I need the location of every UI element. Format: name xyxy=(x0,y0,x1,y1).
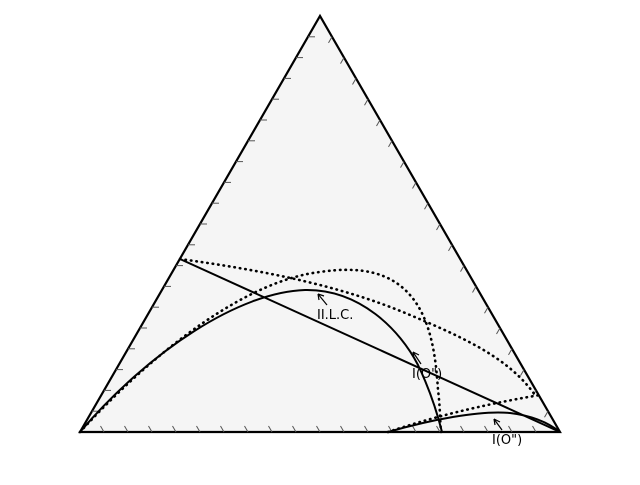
tick-mark xyxy=(388,140,393,148)
arrow-ilc xyxy=(317,293,328,306)
tick-mark xyxy=(172,425,177,433)
arrow-io-upper xyxy=(412,351,422,365)
solid-tie-line xyxy=(179,258,561,433)
tick-mark xyxy=(520,369,525,376)
tick-mark xyxy=(340,425,345,433)
tick-mark xyxy=(124,425,129,433)
tick-mark xyxy=(364,425,369,433)
dotted-lower-curve xyxy=(386,393,542,434)
tick-mark xyxy=(436,425,441,433)
tick-mark xyxy=(508,425,513,433)
tick-mark xyxy=(268,425,273,433)
tick-mark xyxy=(424,202,429,210)
tick-mark xyxy=(148,425,153,433)
tick-mark xyxy=(532,425,537,433)
tick-mark xyxy=(472,286,477,293)
tick-mark xyxy=(544,410,549,418)
tick-mark xyxy=(508,348,513,356)
tick-mark xyxy=(448,244,453,252)
tick-mark xyxy=(244,425,249,433)
tick-mark xyxy=(484,425,489,433)
tick-mark xyxy=(460,265,465,272)
tick-mark xyxy=(376,119,381,127)
tick-mark xyxy=(328,36,333,44)
solid-dome-curve xyxy=(79,288,443,433)
label-io-lower: I(O") xyxy=(492,433,522,448)
tick-mark xyxy=(292,425,297,433)
tick-mark xyxy=(364,98,369,106)
tick-mark xyxy=(496,327,501,335)
arrow-io-lower xyxy=(493,418,503,431)
tick-mark xyxy=(220,425,225,433)
tick-mark xyxy=(100,425,105,433)
tick-mark xyxy=(484,306,489,314)
dotted-upper-curve xyxy=(178,257,537,397)
tick-marks xyxy=(92,36,549,433)
tick-mark xyxy=(400,161,405,168)
tick-mark xyxy=(196,425,201,433)
tick-mark xyxy=(352,78,357,85)
tick-mark xyxy=(316,425,321,433)
tick-mark xyxy=(412,182,417,189)
tick-mark xyxy=(340,57,345,64)
label-ilc: II.L.C. xyxy=(317,308,353,323)
dotted-dome-curve xyxy=(78,268,443,434)
tick-mark xyxy=(436,223,441,231)
tick-mark xyxy=(460,425,465,433)
ternary-triangle xyxy=(78,13,562,434)
solid-corner-curve xyxy=(387,411,561,433)
label-io-upper: I(O") xyxy=(412,367,442,382)
tick-mark xyxy=(412,425,417,433)
